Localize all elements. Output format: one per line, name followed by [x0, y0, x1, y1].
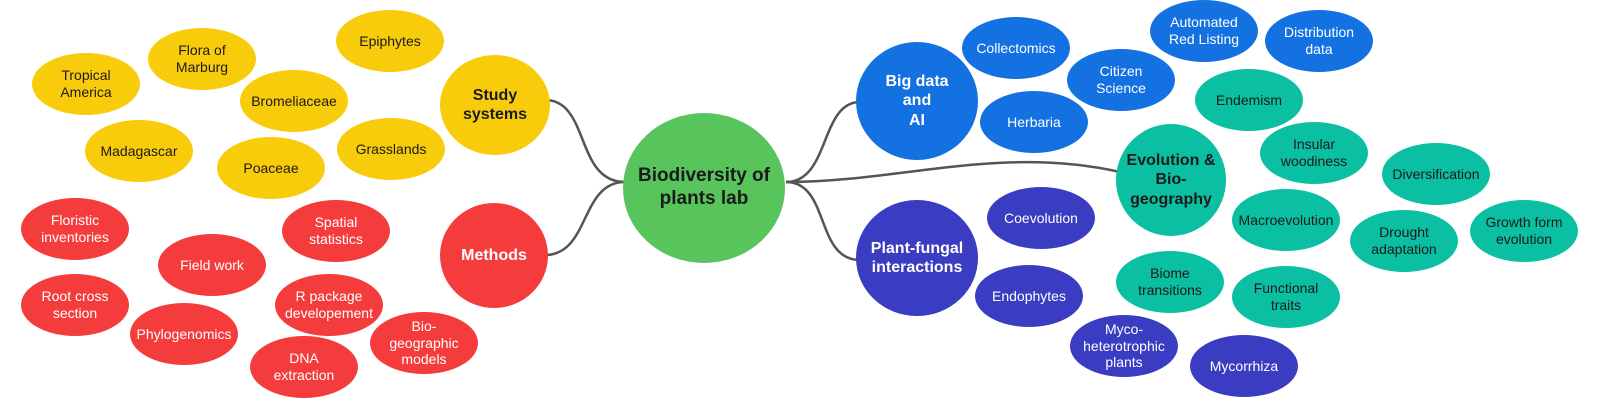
leaf-biome-transitions: Biome transitions [1116, 251, 1224, 313]
leaf-grasslands: Grasslands [337, 118, 445, 180]
leaf-epiphytes: Epiphytes [336, 10, 444, 72]
leaf-mycorrhiza: Mycorrhiza [1190, 335, 1298, 397]
leaf-root-cross-section: Root cross section [21, 274, 129, 336]
hub-big-data: Big data and AI [856, 42, 978, 160]
leaf-functional-traits: Functional traits [1232, 266, 1340, 328]
center-node: Biodiversity of plants lab [623, 113, 785, 263]
hub-plant-fungal: Plant-fungal interactions [856, 200, 978, 316]
hub-study-systems: Study systems [440, 55, 550, 155]
leaf-field-work: Field work [158, 234, 266, 296]
leaf-madagascar: Madagascar [85, 120, 193, 182]
leaf-phylogenomics: Phylogenomics [130, 303, 238, 365]
leaf-endophytes: Endophytes [975, 265, 1083, 327]
leaf-growth-form-evolution: Growth form evolution [1470, 200, 1578, 262]
connector-evolution [785, 160, 1121, 184]
leaf-mycoheterotrophic-plants: Myco- heterotrophic plants [1070, 315, 1178, 377]
leaf-collectomics: Collectomics [962, 17, 1070, 79]
connector-methods [544, 180, 626, 257]
leaf-poaceae: Poaceae [217, 137, 325, 199]
leaf-floristic-inventories: Floristic inventories [21, 198, 129, 260]
leaf-tropical-america: Tropical America [32, 53, 140, 115]
leaf-citizen-science: Citizen Science [1067, 49, 1175, 111]
leaf-insular-woodiness: Insular woodiness [1260, 122, 1368, 184]
leaf-endemism: Endemism [1195, 69, 1303, 131]
leaf-macroevolution: Macroevolution [1232, 189, 1340, 251]
connector-plant-fungal [785, 180, 861, 262]
hub-methods: Methods [440, 203, 548, 308]
leaf-flora-of-marburg: Flora of Marburg [148, 28, 256, 90]
leaf-automated-red-listing: Automated Red Listing [1150, 0, 1258, 62]
leaf-diversification: Diversification [1382, 143, 1490, 205]
leaf-coevolution: Coevolution [987, 187, 1095, 249]
leaf-distribution-data: Distribution data [1265, 10, 1373, 72]
leaf-bromeliaceae: Bromeliaceae [240, 70, 348, 132]
leaf-dna-extraction: DNA extraction [250, 336, 358, 398]
connector-big-data [785, 100, 861, 184]
leaf-drought-adaptation: Drought adaptation [1350, 210, 1458, 272]
leaf-r-package: R package developement [275, 274, 383, 336]
hub-evolution: Evolution & Bio- geography [1116, 124, 1226, 236]
connector-study-systems [544, 98, 626, 184]
leaf-herbaria: Herbaria [980, 91, 1088, 153]
leaf-biogeographic-models: Bio- geographic models [370, 312, 478, 374]
leaf-spatial-statistics: Spatial statistics [282, 200, 390, 262]
